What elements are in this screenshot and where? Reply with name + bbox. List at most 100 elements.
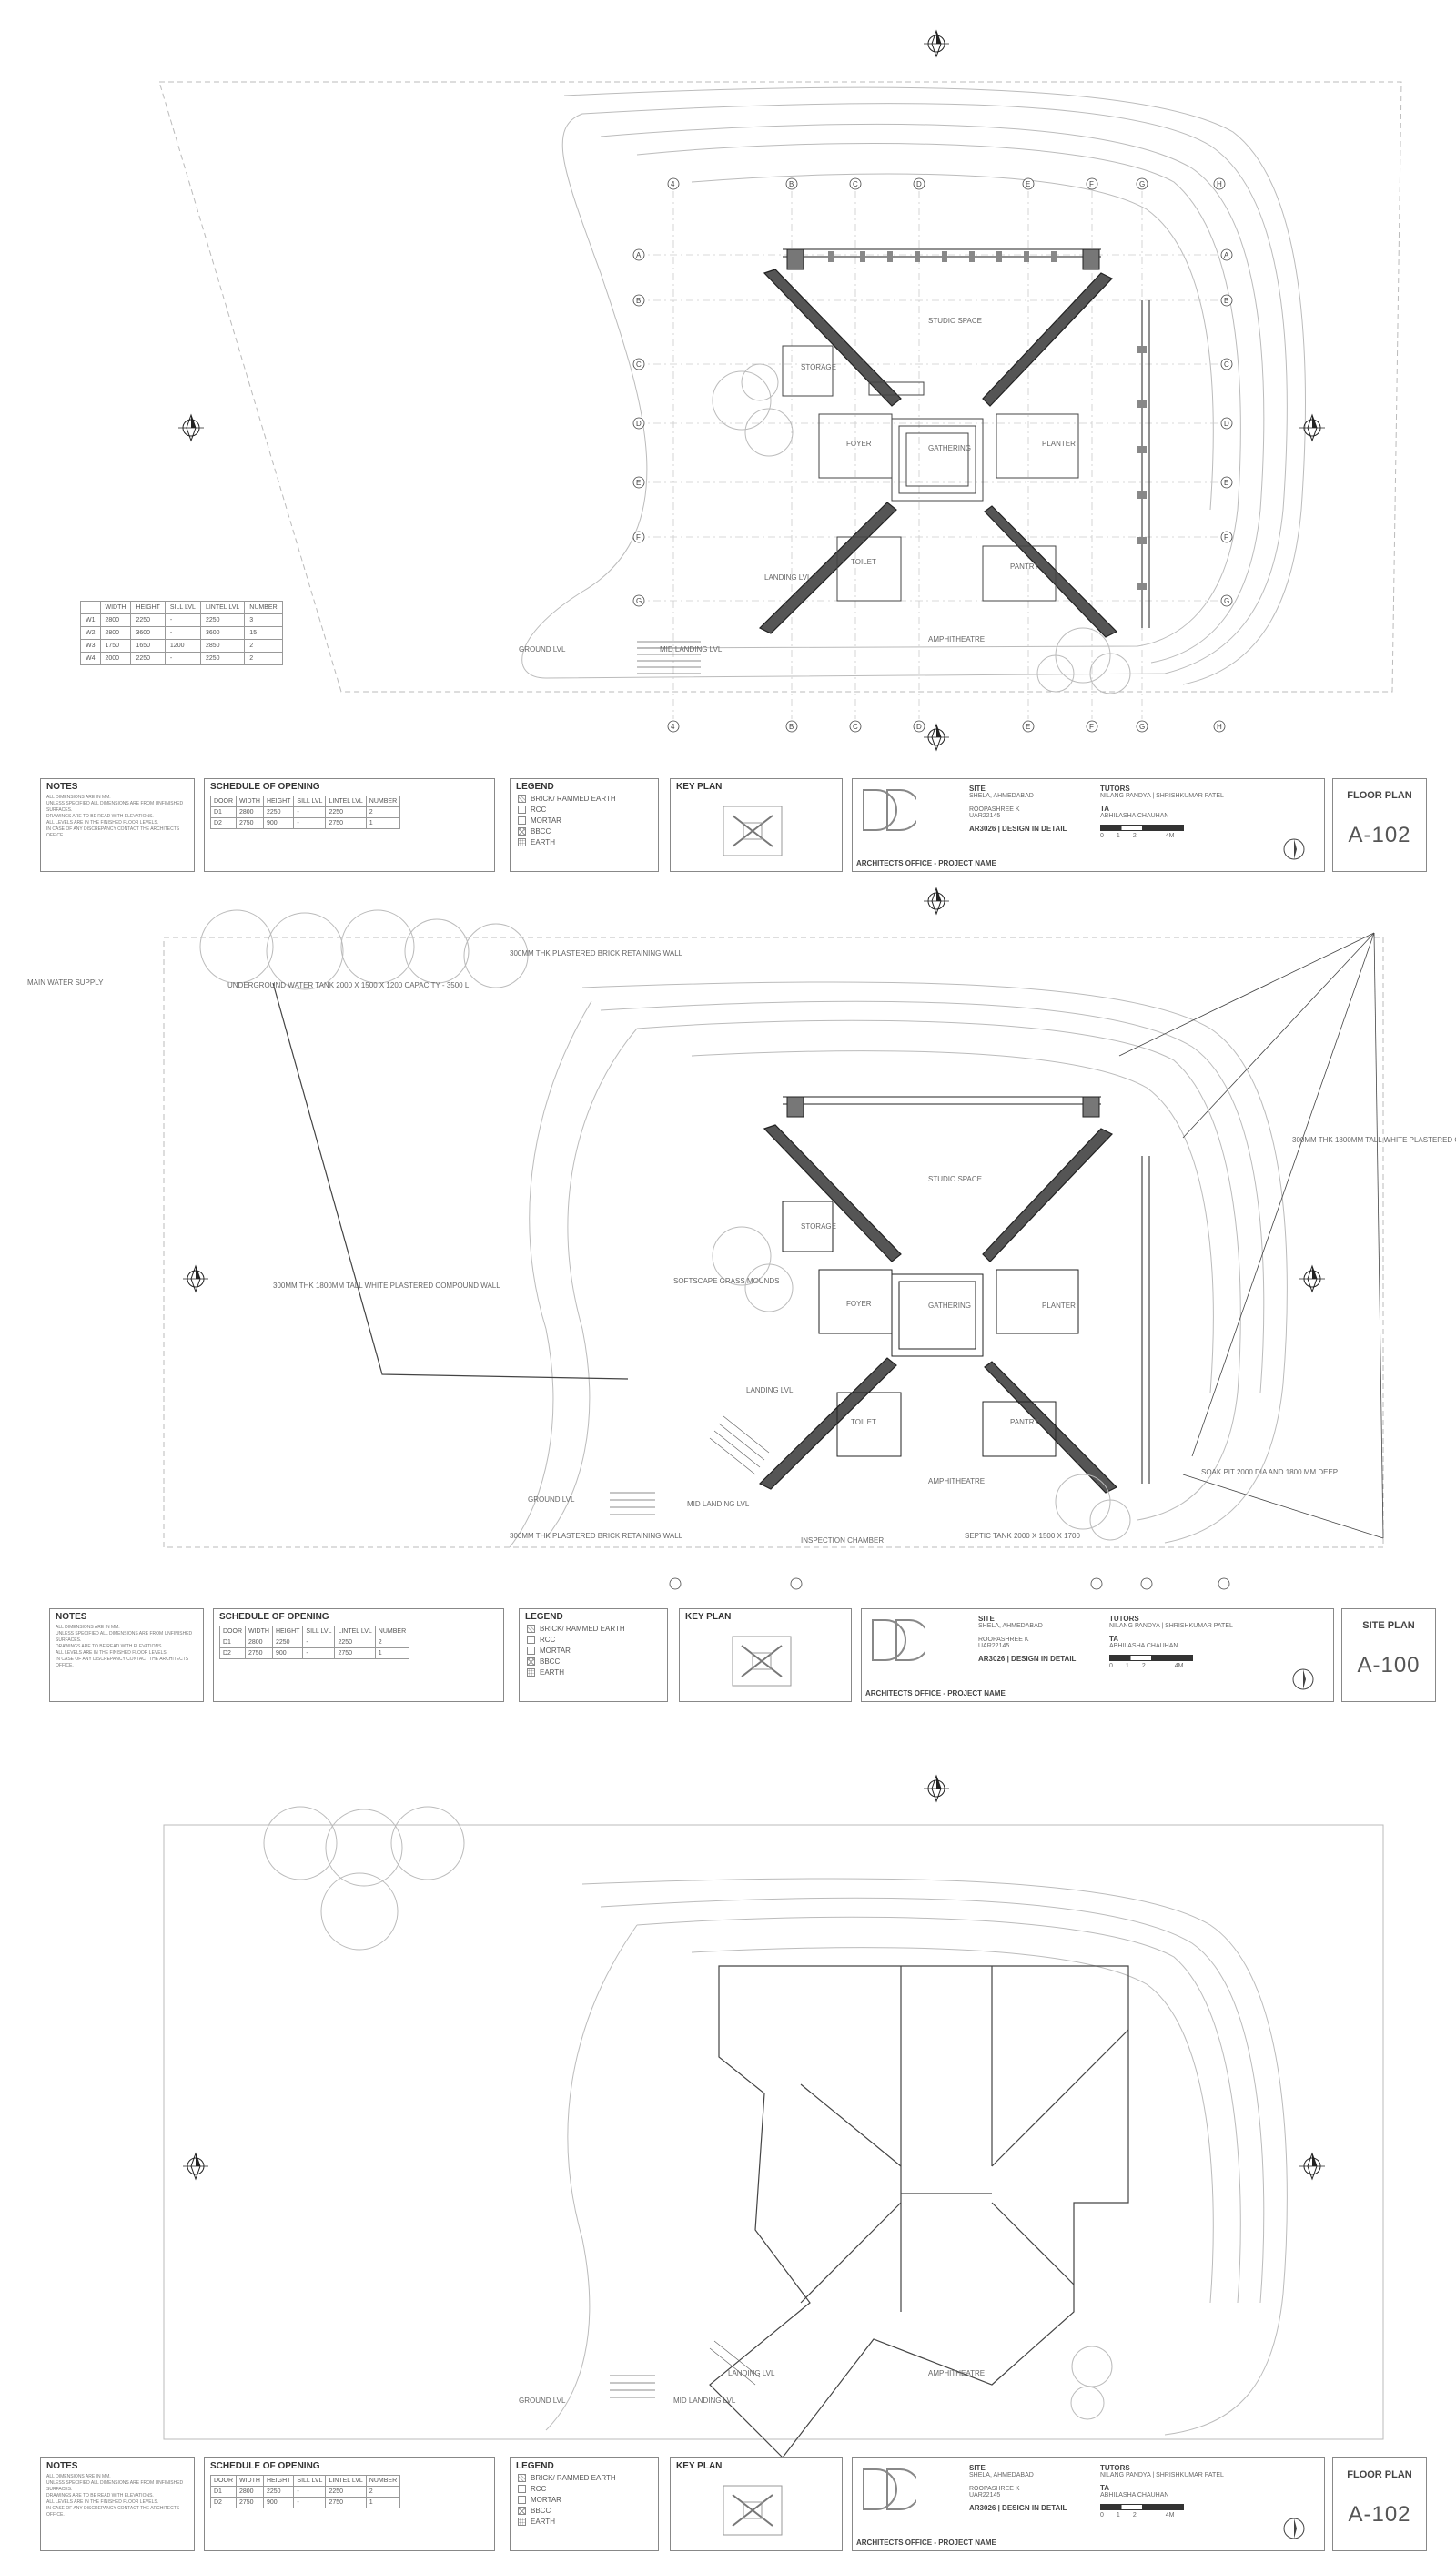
- schedule-cell: 2800: [236, 2486, 264, 2498]
- site-title: SITE: [969, 2464, 986, 2472]
- legend-item: MORTAR: [531, 2496, 561, 2504]
- earth-swatch: [518, 2518, 526, 2526]
- keyplan-title: KEY PLAN: [676, 2461, 723, 2471]
- storage-label: STORAGE: [801, 363, 836, 371]
- schedule-cell: -: [293, 2486, 327, 2498]
- schedule-cell: 900: [262, 817, 295, 829]
- pantry-label: PANTRY: [1010, 562, 1039, 571]
- keyplan-thumbnail: [723, 2485, 783, 2536]
- retaining2-label: 300MM THK PLASTERED BRICK RETAINING WALL: [510, 1532, 683, 1540]
- sheet-title: FLOOR PLAN: [1347, 2469, 1412, 2480]
- sheet-box: FLOOR PLAN A-102: [1332, 778, 1427, 872]
- note-line: UNLESS SPECIFIED ALL DIMENSIONS ARE FROM…: [56, 1631, 193, 1643]
- planter-label-2: PLANTER: [1042, 1302, 1076, 1310]
- legend-box: LEGEND BRICK/ RAMMED EARTH RCC MORTAR BB…: [510, 2457, 659, 2551]
- note-line: UNLESS SPECIFIED ALL DIMENSIONS ARE FROM…: [46, 801, 184, 813]
- grid-bubble-label: H: [1217, 723, 1222, 731]
- grid-bubble-label: C: [853, 723, 858, 731]
- schedule-cell: NUMBER: [365, 796, 401, 807]
- mid-landing-label-3: MID LANDING LVL: [673, 2397, 736, 2405]
- grid-bubble-label: 4: [671, 723, 675, 731]
- note-line: ALL LEVELS ARE IN THE FINISHED FLOOR LEV…: [46, 820, 159, 826]
- compound-left-label: 300MM THK 1800MM TALL WHITE PLASTERED CO…: [273, 1282, 500, 1290]
- notes-lines: ALL DIMENSIONS ARE IN MM.UNLESS SPECIFIE…: [50, 1625, 203, 1669]
- schedule-title: SCHEDULE OF OPENING: [210, 782, 320, 792]
- grid-bubble-label: G: [1224, 597, 1229, 605]
- mid-landing-label: MID LANDING LVL: [660, 645, 723, 654]
- legend-box: LEGEND BRICK/ RAMMED EARTH RCC MORTAR BB…: [510, 778, 659, 872]
- grid-bubble-label: G: [1139, 723, 1145, 731]
- ta-value: ABHILASHA CHAUHAN: [1100, 2492, 1169, 2498]
- keyplan-title: KEY PLAN: [685, 1612, 732, 1622]
- amphitheatre-label-3: AMPHITHEATRE: [928, 2369, 985, 2377]
- studio-label-2: STUDIO SPACE: [928, 1175, 982, 1183]
- sheet-number: A-100: [1357, 1653, 1421, 1677]
- schedule-cell: SILL LVL: [293, 796, 327, 807]
- inspection-label: INSPECTION CHAMBER: [801, 1536, 884, 1545]
- keyplan-box: KEY PLAN: [670, 2457, 843, 2551]
- office-logo: [863, 789, 916, 831]
- schedule-cell: 2250: [271, 1637, 304, 1648]
- grid-bubble-label: C: [853, 180, 858, 188]
- legend-title: LEGEND: [525, 1612, 563, 1622]
- schedule-cell: 900: [271, 1647, 304, 1659]
- gathering-label-2: GATHERING: [928, 1302, 971, 1310]
- schedule-cell: 2250: [325, 806, 367, 818]
- studio-label: STUDIO SPACE: [928, 317, 982, 325]
- grid-bubble-label: D: [636, 420, 642, 428]
- schedule-cell: NUMBER: [374, 1626, 410, 1637]
- storage-label-2: STORAGE: [801, 1222, 836, 1231]
- grid-bubble-label: B: [789, 180, 794, 188]
- grid-bubble-label: F: [636, 533, 641, 542]
- legend-item: EARTH: [531, 838, 555, 846]
- landing-label-3: LANDING LVL: [728, 2369, 775, 2377]
- legend-title: LEGEND: [516, 2461, 554, 2471]
- brick-swatch: [527, 1625, 535, 1633]
- note-line: ALL DIMENSIONS ARE IN MM.: [56, 1625, 120, 1630]
- north-symbol-icon: [1283, 2518, 1305, 2539]
- grid-bubble-label: F: [1224, 533, 1228, 542]
- site-value: SHELA, AHMEDABAD: [969, 793, 1034, 799]
- legend-box: LEGEND BRICK/ RAMMED EARTH RCC MORTAR BB…: [519, 1608, 668, 1702]
- ta-title: TA: [1109, 1635, 1119, 1643]
- schedule-cell: WIDTH: [236, 796, 264, 807]
- north-symbol-icon: [1292, 1668, 1314, 1690]
- schedule-cell: NUMBER: [365, 2475, 401, 2487]
- toilet-label-2: TOILET: [851, 1418, 876, 1426]
- bbcc-swatch: [518, 2507, 526, 2515]
- course: AR3026 | DESIGN IN DETAIL: [969, 825, 1067, 833]
- ground-label: GROUND LVL: [519, 645, 566, 654]
- ta-value: ABHILASHA CHAUHAN: [1100, 813, 1169, 819]
- toilet-label: TOILET: [851, 558, 876, 566]
- office-name: ARCHITECTS OFFICE - PROJECT NAME: [865, 1689, 1006, 1697]
- scale-bar: [1100, 2504, 1184, 2510]
- legend-item: BBCC: [540, 1657, 561, 1666]
- grid-bubble-label: D: [1224, 420, 1229, 428]
- legend-item: RCC: [540, 1636, 556, 1644]
- schedule-cell: HEIGHT: [271, 1626, 304, 1637]
- project-box: ARCHITECTS OFFICE - PROJECT NAME SITE SH…: [861, 1608, 1334, 1702]
- amphitheatre-label-2: AMPHITHEATRE: [928, 1477, 985, 1485]
- notes-title: NOTES: [56, 1612, 87, 1622]
- legend-title: LEGEND: [516, 782, 554, 792]
- tutors-value: NILANG PANDYA | SHRISHKUMAR PATEL: [1100, 2472, 1224, 2478]
- schedule-cell: D2: [210, 2497, 237, 2508]
- bbcc-swatch: [518, 827, 526, 836]
- softscape-label: SOFTSCAPE GRASS MOUNDS: [673, 1277, 779, 1285]
- soak-pit-label: SOAK PIT 2000 DIA AND 1800 MM DEEP: [1201, 1468, 1338, 1476]
- note-line: DRAWINGS ARE TO BE READ WITH ELEVATIONS.: [46, 2493, 154, 2498]
- landing-label-2: LANDING LVL: [746, 1386, 794, 1394]
- septic-label: SEPTIC TANK 2000 X 1500 X 1700: [965, 1532, 1080, 1540]
- schedule-cell: DOOR: [210, 796, 237, 807]
- site-value: SHELA, AHMEDABAD: [969, 2472, 1034, 2478]
- course: AR3026 | DESIGN IN DETAIL: [978, 1655, 1077, 1663]
- bbcc-swatch: [527, 1657, 535, 1666]
